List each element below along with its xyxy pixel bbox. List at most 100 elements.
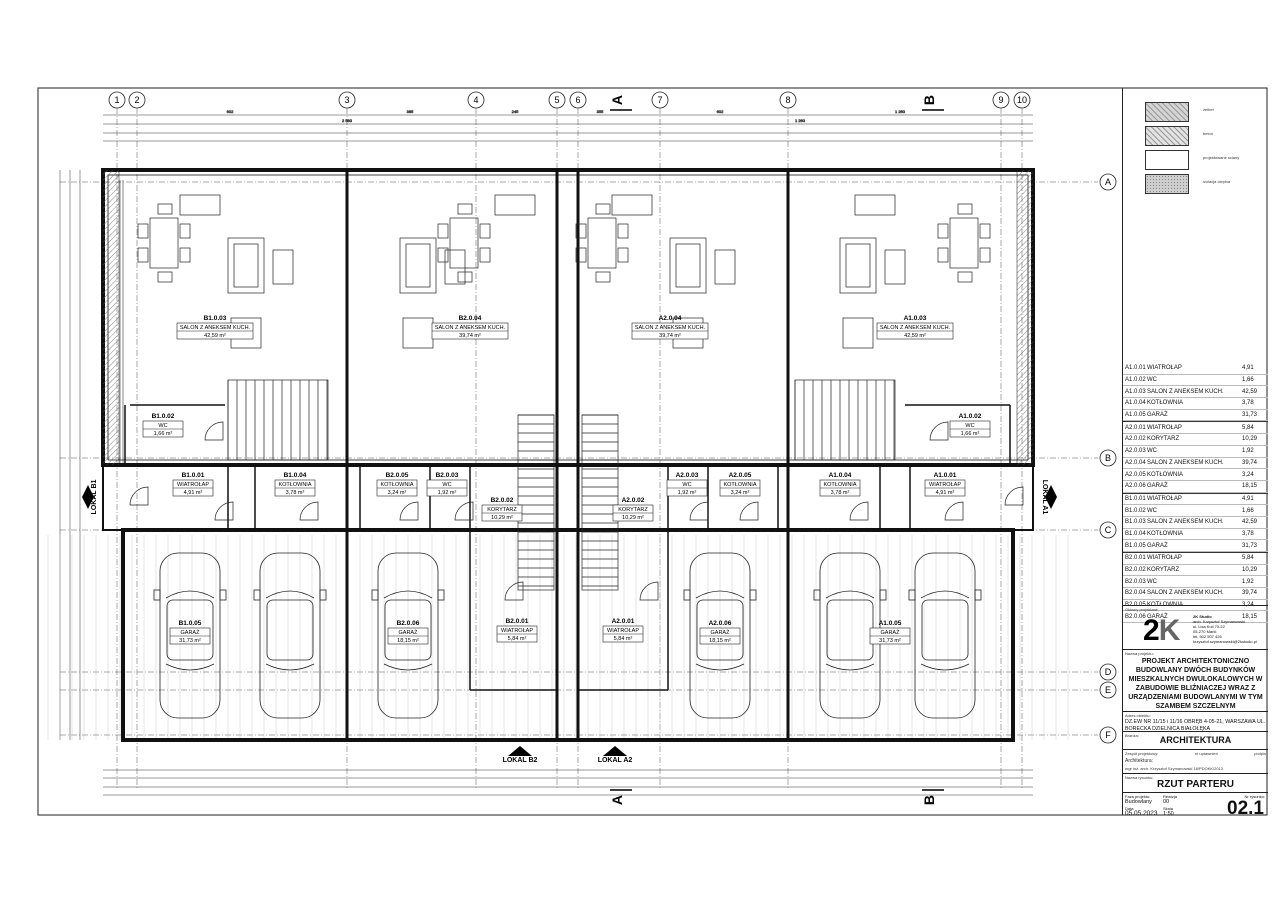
door-swing bbox=[214, 501, 234, 521]
room-code: A1.0.01 bbox=[934, 472, 957, 479]
team-label: Zespół projektowy: bbox=[1125, 751, 1159, 756]
wall-insulation bbox=[1016, 169, 1034, 466]
exterior-wall bbox=[101, 168, 1035, 467]
chair bbox=[157, 203, 173, 215]
chair bbox=[979, 247, 991, 263]
axis-label: 2 bbox=[134, 95, 139, 105]
room-area: 31,73 bbox=[1242, 542, 1258, 549]
coffee-table bbox=[714, 249, 736, 285]
room-name: SALON Z ANEKSEM KUCH. bbox=[1147, 388, 1224, 395]
entrance-arrow-icon bbox=[603, 746, 627, 756]
room-name: KOTŁOWNIA bbox=[823, 482, 856, 488]
door-swing bbox=[1004, 486, 1024, 506]
sofa-seat bbox=[675, 243, 701, 288]
room-code: A1.0.02 bbox=[959, 413, 982, 420]
room-code: A2.0.01 bbox=[612, 618, 635, 625]
drawing-name: RZUT PARTERU bbox=[1156, 779, 1235, 790]
door-swing bbox=[944, 501, 964, 521]
studio-info-line: krzysztof.szymanowski@2kstudio.pl bbox=[1193, 639, 1257, 644]
car-mirror bbox=[253, 589, 261, 601]
dining-table bbox=[949, 217, 979, 269]
room-area: 42,59 m² bbox=[204, 333, 226, 339]
sofa bbox=[227, 237, 265, 294]
room-area: 31,73 m² bbox=[179, 638, 201, 644]
car-windshield bbox=[383, 590, 433, 599]
entrance-arrow-icon bbox=[508, 746, 532, 756]
room-area: 10,29 m² bbox=[622, 515, 644, 521]
car-windshield bbox=[920, 590, 970, 599]
dimension-text: 1 260 bbox=[895, 109, 906, 114]
legend-label: projektowane ściany bbox=[1203, 155, 1240, 160]
axis-label: C bbox=[1105, 525, 1112, 535]
car bbox=[253, 552, 327, 719]
legend-label: beton bbox=[1203, 131, 1214, 136]
drawing-number: 02.1 bbox=[1227, 798, 1264, 819]
kitchen-counter bbox=[494, 194, 536, 216]
chair bbox=[575, 223, 587, 239]
door-swing bbox=[129, 486, 149, 506]
room-area: 39,74 m² bbox=[659, 333, 681, 339]
dimension-text: 602 bbox=[717, 109, 724, 114]
room-area: 3,24 bbox=[1242, 471, 1254, 478]
drawing-info-block: Faza projektu: Budowlany Rewizja 00 Data… bbox=[1123, 792, 1268, 819]
car-roof bbox=[826, 599, 874, 661]
room-name: SALON Z ANEKSEM KUCH. bbox=[180, 325, 251, 331]
axis-bubble bbox=[1013, 91, 1031, 109]
axis-bubble bbox=[1099, 663, 1117, 681]
room-code: B1.0.02 bbox=[1125, 507, 1146, 514]
axis-bubble bbox=[338, 91, 356, 109]
entry-zone-wall bbox=[102, 464, 1034, 531]
room-area: 3,78 bbox=[1242, 530, 1254, 537]
axis-bubble bbox=[548, 91, 566, 109]
room-code: B2.0.03 bbox=[1125, 578, 1146, 585]
room-name: KORYTARZ bbox=[618, 507, 648, 513]
chair bbox=[437, 223, 449, 239]
car-rear-window bbox=[265, 663, 315, 671]
door-swing bbox=[639, 581, 659, 601]
studio-info-line: tel. 502 507 426 bbox=[1193, 634, 1222, 639]
door-swing bbox=[849, 501, 869, 521]
room-code: A2.0.01 bbox=[1125, 424, 1146, 431]
room-code: A2.0.06 bbox=[709, 620, 732, 627]
unit-label: LOKAL A2 bbox=[598, 757, 633, 764]
dimension-text: 602 bbox=[227, 109, 234, 114]
room-name: GARAŻ bbox=[1147, 613, 1168, 620]
room-area: 5,84 m² bbox=[508, 636, 527, 642]
room-name: WIATROŁAP bbox=[1147, 555, 1182, 562]
legend-swatch bbox=[1145, 150, 1189, 170]
room-area: 18,15 bbox=[1242, 483, 1258, 490]
axis-bubble bbox=[651, 91, 669, 109]
room-area: 10,29 m² bbox=[491, 515, 513, 521]
project-name-block: Nazwa projektu: PROJEKT ARCHITEKTONICZNO… bbox=[1123, 649, 1268, 710]
room-area: 18,15 m² bbox=[709, 638, 731, 644]
legend-item: projektowane ściany bbox=[1135, 150, 1265, 176]
room-name: WC bbox=[442, 482, 451, 488]
address-block: Adres obiektu: DZ.EW NR 11/15 i 11/16 OB… bbox=[1123, 711, 1268, 732]
room-area: 5,84 m² bbox=[614, 636, 633, 642]
room-area: 4,91 m² bbox=[936, 490, 955, 496]
room-name: WC bbox=[965, 423, 974, 429]
axis-bubble bbox=[779, 91, 797, 109]
room-code: A1.0.01 bbox=[1125, 365, 1146, 372]
sofa-seat bbox=[405, 243, 431, 288]
axis-label: E bbox=[1105, 685, 1111, 695]
dimension-text: 355 bbox=[597, 109, 604, 114]
chair bbox=[937, 247, 949, 263]
axis-label: 3 bbox=[344, 95, 349, 105]
axis-bubble bbox=[467, 91, 485, 109]
room-name: KOTŁOWNIA bbox=[1147, 400, 1184, 407]
door-swing bbox=[204, 421, 224, 441]
room-name: GARAŻ bbox=[881, 629, 901, 636]
car bbox=[153, 552, 227, 719]
